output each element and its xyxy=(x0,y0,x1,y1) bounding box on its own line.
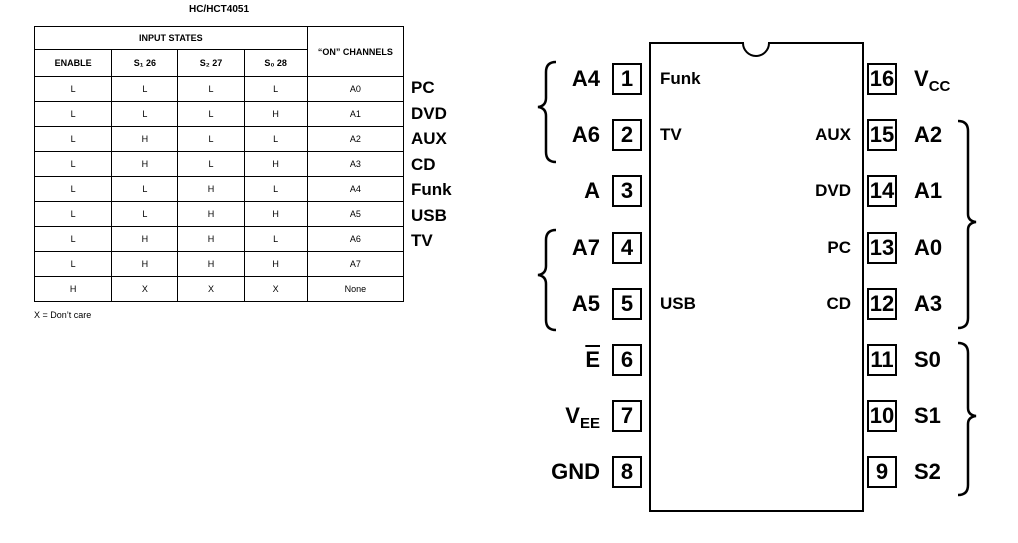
pin-number: 5 xyxy=(612,287,642,320)
table-cell: L xyxy=(177,126,245,152)
pin-name: A xyxy=(584,178,600,204)
pin-number: 1 xyxy=(612,63,642,95)
pin-name: A5 xyxy=(571,290,600,316)
bracket-right-bottom xyxy=(957,341,977,497)
col-header-enable: ENABLE xyxy=(33,49,113,77)
pin-number: 12 xyxy=(867,287,897,320)
table-cell: H xyxy=(111,151,179,177)
pin-number: 16 xyxy=(867,63,897,95)
pin-number: 6 xyxy=(612,344,642,376)
truth-table: INPUT STATES “ON” CHANNELS ENABLE S₁ 26 … xyxy=(33,26,405,302)
on-channels-header: “ON” CHANNELS xyxy=(306,26,405,77)
table-cell: L xyxy=(111,176,179,202)
pin-name: VCC xyxy=(914,66,951,95)
table-cell: H xyxy=(177,226,245,252)
table-cell: X xyxy=(243,276,308,302)
pin-number: 14 xyxy=(867,175,897,208)
pin-number: 8 xyxy=(612,456,642,489)
table-cell: H xyxy=(243,251,308,277)
pin-number: 11 xyxy=(867,344,897,376)
pin-name: A3 xyxy=(914,290,943,316)
col-header-s1: S₁ 26 xyxy=(111,49,179,77)
table-cell: None xyxy=(306,276,405,302)
pin-number: 4 xyxy=(612,231,642,264)
pin-channel-label: AUX xyxy=(815,125,851,145)
pin-channel-label: Funk xyxy=(660,69,701,88)
table-cell: X xyxy=(177,276,245,302)
channel-label: USB xyxy=(411,205,447,225)
table-cell: H xyxy=(243,151,308,177)
table-note: X = Don’t care xyxy=(34,310,92,320)
col-header-s2: S₂ 27 xyxy=(177,49,245,77)
pin-channel-label: DVD xyxy=(815,181,851,201)
pin-number: 10 xyxy=(867,400,897,433)
channel-label: PC xyxy=(411,78,435,97)
table-cell: A6 xyxy=(306,226,405,252)
pin-name: S1 xyxy=(914,403,941,429)
pin-number: 7 xyxy=(612,400,642,433)
bracket-left-middle xyxy=(537,228,557,332)
table-cell: H xyxy=(243,101,308,127)
pin-name: A7 xyxy=(571,234,600,260)
table-cell: H xyxy=(177,201,245,227)
table-cell: L xyxy=(111,101,179,127)
table-cell: H xyxy=(111,226,179,252)
pin-number: 3 xyxy=(612,175,642,208)
table-cell: L xyxy=(33,76,113,102)
bracket-right-top xyxy=(957,119,977,330)
table-cell: X xyxy=(111,276,179,302)
channel-label: DVD xyxy=(411,103,447,123)
pin-name: A4 xyxy=(571,66,600,91)
pin-name: E xyxy=(585,347,600,372)
pin-name: A2 xyxy=(914,122,943,148)
pin-name: S0 xyxy=(914,347,941,372)
table-cell: L xyxy=(243,76,308,102)
pin-name: S2 xyxy=(914,459,941,485)
table-cell: L xyxy=(111,76,179,102)
pin-number: 13 xyxy=(867,231,897,264)
chip-body xyxy=(649,42,864,512)
pin-name: A0 xyxy=(914,234,943,260)
table-title: HC/HCT4051 xyxy=(188,4,250,15)
pin-number: 15 xyxy=(867,119,897,152)
bracket-left-top xyxy=(537,60,557,164)
table-cell: L xyxy=(33,126,113,152)
table-cell: A3 xyxy=(306,151,405,177)
pin-name: GND xyxy=(551,459,600,485)
pin-number: 2 xyxy=(612,119,642,152)
table-cell: L xyxy=(177,76,245,102)
table-cell: A2 xyxy=(306,126,405,152)
channel-label: AUX xyxy=(411,129,447,148)
table-cell: H xyxy=(33,276,113,302)
channel-label: CD xyxy=(411,154,436,174)
channel-label: TV xyxy=(411,231,433,250)
pin-name: VEE xyxy=(565,403,600,433)
table-cell: L xyxy=(33,101,113,127)
pin-name: A6 xyxy=(571,122,600,148)
pin-channel-label: PC xyxy=(827,237,851,257)
table-cell: L xyxy=(243,176,308,202)
pin-name: A1 xyxy=(914,178,943,204)
channel-label: Funk xyxy=(411,180,452,199)
table-cell: H xyxy=(111,126,179,152)
pin-channel-label: USB xyxy=(660,293,696,313)
pin-channel-label: CD xyxy=(826,293,851,313)
pin-channel-label: TV xyxy=(660,125,682,145)
pin-number: 9 xyxy=(867,456,897,489)
